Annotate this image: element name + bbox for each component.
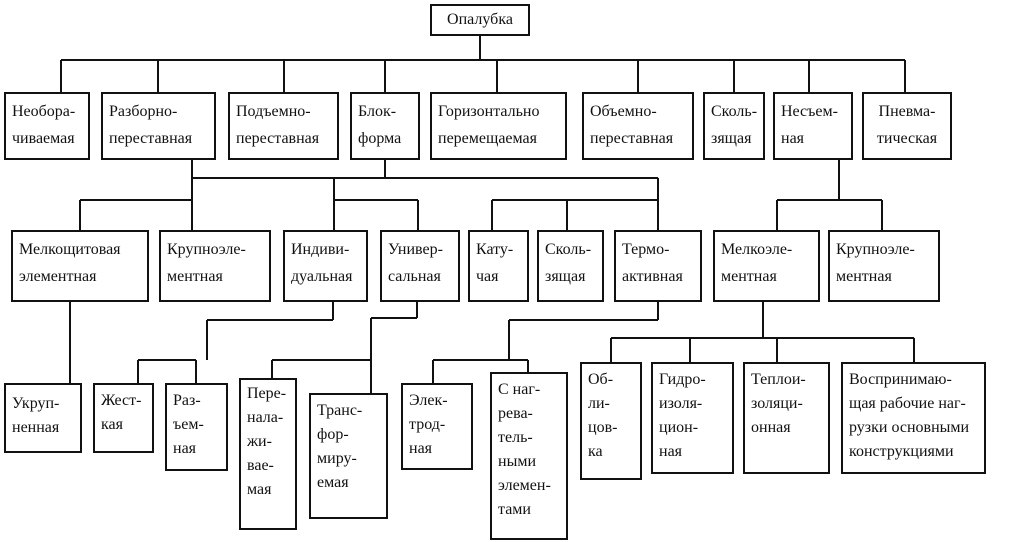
node-label: Сколь- зящая xyxy=(545,241,592,285)
node-label: Мелкоэле- ментная xyxy=(721,241,793,285)
node-label: Подъемно- переставная xyxy=(236,103,320,147)
node-label: Элек- трод- ная xyxy=(409,392,448,457)
node-krupnoelementnaya-1: Крупноэле- ментная xyxy=(159,230,271,302)
root-node: Опалубка xyxy=(430,4,530,36)
node-label: Транс- фор- миру- емая xyxy=(317,402,363,491)
node-label: Теплои- золяци- онная xyxy=(751,371,806,436)
node-label: Воспринимаю- щая рабочие наг- рузки осно… xyxy=(849,371,970,460)
node-label: Кату- чая xyxy=(476,241,514,285)
node-label: Разборно- переставная xyxy=(109,103,193,147)
node-termoaktivnaya: Термо- активная xyxy=(614,230,702,302)
node-skolzyashchaya: Сколь- зящая xyxy=(703,92,765,160)
node-s-nagrevatelnymi-elementami: С наг- рева- тель- ными элемен- тами xyxy=(490,372,568,540)
node-gidroizolyatsionnaya: Гидро- изоля- цион- ная xyxy=(651,362,734,474)
root-label: Опалубка xyxy=(447,11,513,28)
node-pnevmaticheskaya: Пневма- тическая xyxy=(862,92,952,160)
node-melkoelementnaya: Мелкоэле- ментная xyxy=(713,230,820,302)
node-label: С наг- рева- тель- ными элемен- тами xyxy=(498,381,551,518)
node-blok-forma: Блок- форма xyxy=(350,92,420,160)
node-label: Несъем- ная xyxy=(781,103,838,147)
node-obyemno-perestavnaya: Объемно- переставная xyxy=(582,92,694,160)
node-label: Индиви- дуальная xyxy=(291,241,353,285)
node-label: Объемно- переставная xyxy=(590,103,674,147)
node-neoborachivaemaya: Необора- чиваемая xyxy=(4,92,90,160)
node-label: Термо- активная xyxy=(622,241,683,285)
node-razborno-perestavnaya: Разборно- переставная xyxy=(101,92,216,160)
node-transformiruemaya: Транс- фор- миру- емая xyxy=(309,393,388,519)
node-gorizontalno-peremeshchaemaya: Горизонтально перемещаемая xyxy=(430,92,567,160)
node-zhestkaya: Жест- кая xyxy=(93,383,154,453)
node-universalnaya: Универ- сальная xyxy=(380,230,460,302)
node-perenalazhivaemaya: Пере- нала- жи- вае- мая xyxy=(239,378,297,530)
node-ukrupnennaya: Укруп- ненная xyxy=(4,383,82,453)
node-label: Гидро- изоля- цион- ная xyxy=(659,371,706,460)
node-katuchaya: Кату- чая xyxy=(468,230,529,302)
node-label: Горизонтально перемещаемая xyxy=(438,103,540,147)
node-podyemno-perestavnaya: Подъемно- переставная xyxy=(228,92,339,160)
node-label: Пневма- тическая xyxy=(876,103,938,147)
node-vosprinimayushchaya: Воспринимаю- щая рабочие наг- рузки осно… xyxy=(841,362,986,474)
node-skolzyashchaya-2: Сколь- зящая xyxy=(537,230,604,302)
node-label: Сколь- зящая xyxy=(711,103,758,147)
node-label: Универ- сальная xyxy=(388,241,443,285)
node-label: Пере- нала- жи- вае- мая xyxy=(247,385,287,498)
node-label: Необора- чиваемая xyxy=(12,103,76,147)
node-nesyemnaya: Несъем- ная xyxy=(773,92,853,160)
node-label: Мелкощитовая элементная xyxy=(19,241,121,285)
node-label: Укруп- ненная xyxy=(12,395,60,436)
node-krupnoelementnaya-2: Крупноэле- ментная xyxy=(828,230,940,302)
node-razyemnaya: Раз- ъем- ная xyxy=(165,383,228,471)
node-label: Жест- кая xyxy=(101,392,142,433)
node-label: Об- ли- цов- ка xyxy=(588,371,618,460)
node-oblitsovka: Об- ли- цов- ка xyxy=(580,362,642,480)
node-label: Крупноэле- ментная xyxy=(167,241,246,285)
node-elektrodnaya: Элек- трод- ная xyxy=(401,383,473,470)
node-label: Блок- форма xyxy=(358,103,402,147)
node-label: Крупноэле- ментная xyxy=(836,241,915,285)
node-teploizolyatsionnaya: Теплои- золяци- онная xyxy=(743,362,830,474)
node-label: Раз- ъем- ная xyxy=(173,392,204,457)
node-individualnaya: Индиви- дуальная xyxy=(283,230,368,302)
node-melkoshchitovaya-elementnaya: Мелкощитовая элементная xyxy=(11,230,149,302)
